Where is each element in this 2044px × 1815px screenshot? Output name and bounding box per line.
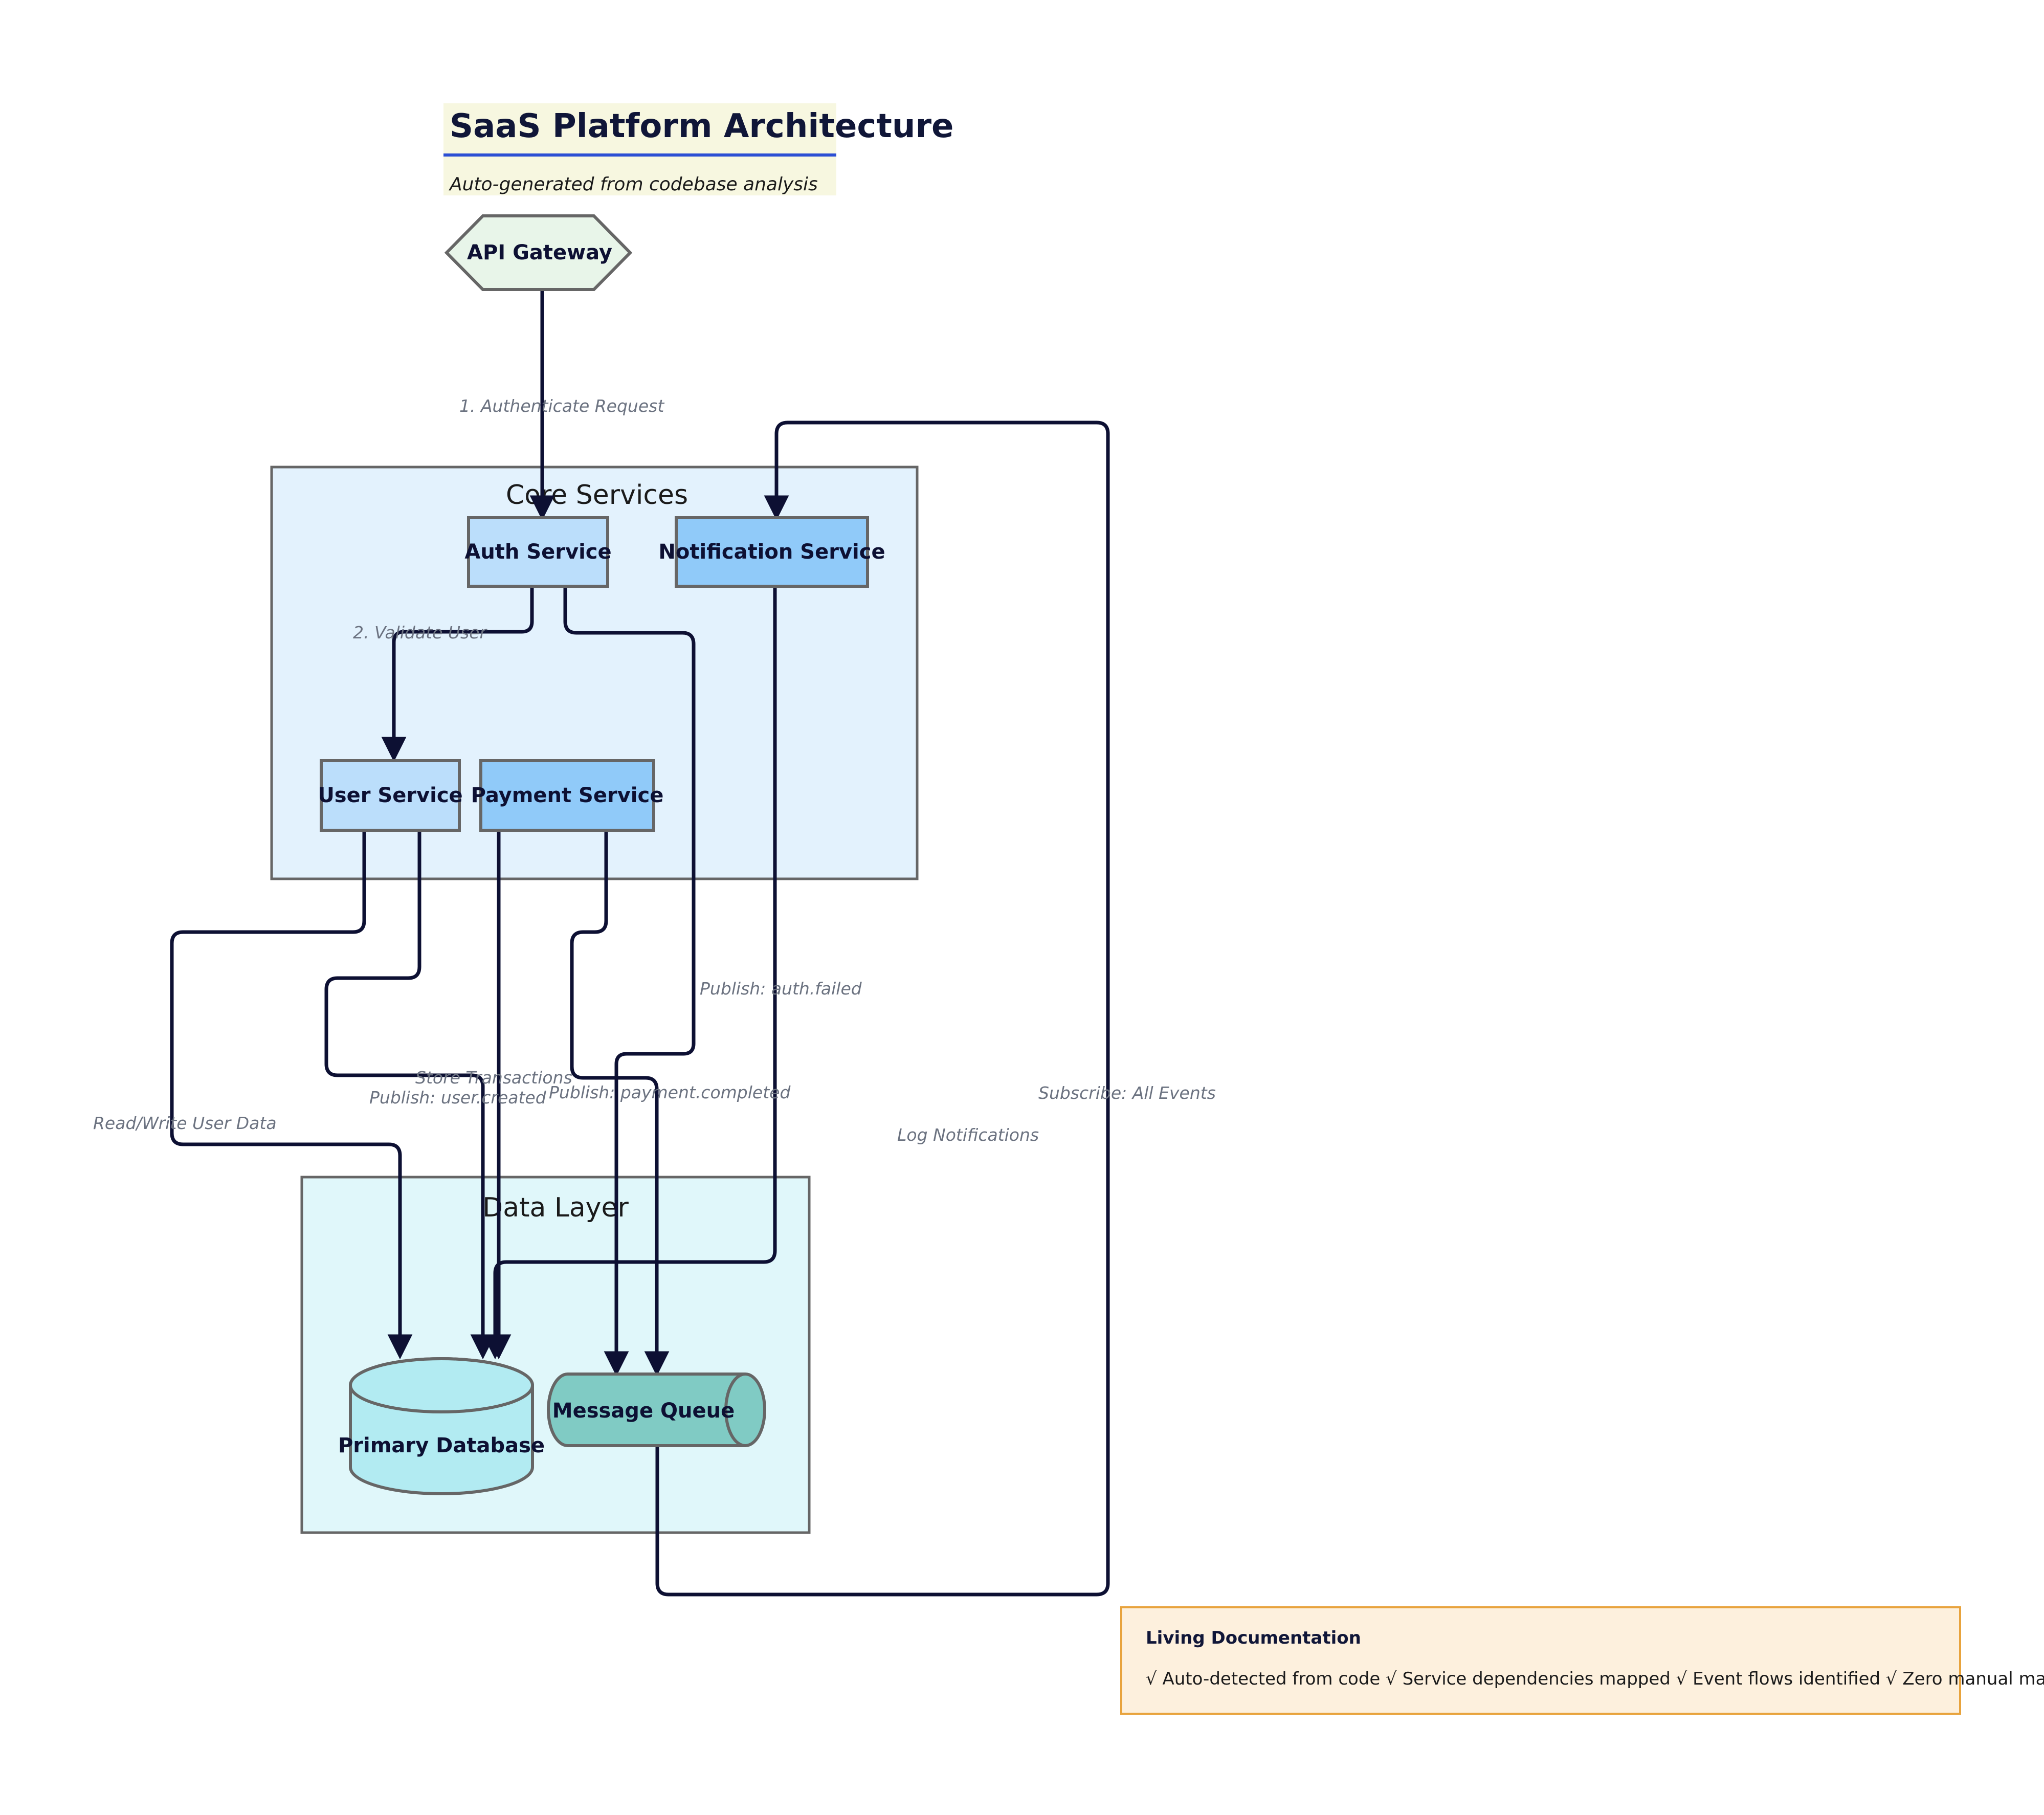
api-gateway-hexagon[interactable] bbox=[444, 214, 633, 291]
edge-label-subscribe-all-events: Subscribe: All Events bbox=[1038, 1083, 1216, 1103]
auth-service-label: Auth Service bbox=[464, 540, 611, 564]
api-gateway-label: API Gateway bbox=[467, 241, 612, 264]
primary-database-cylinder-top bbox=[349, 1357, 534, 1413]
node-payment-service[interactable]: Payment Service bbox=[471, 759, 664, 832]
node-notification-service[interactable]: Notification Service bbox=[658, 516, 885, 588]
node-primary-database[interactable]: Primary Database bbox=[338, 1357, 545, 1495]
edge-publish-user-created bbox=[324, 830, 496, 1360]
cluster-data-layer-title: Data Layer bbox=[482, 1192, 629, 1223]
edge-validate-user bbox=[381, 587, 534, 762]
note-box bbox=[1120, 1606, 1961, 1715]
edge-publish-auth-failed bbox=[563, 587, 696, 1377]
node-message-queue[interactable]: Message Queue bbox=[547, 1373, 766, 1447]
note-body: √ Auto-detected from code √ Service depe… bbox=[1146, 1669, 2044, 1689]
user-service-label: User Service bbox=[318, 784, 462, 807]
node-auth-service[interactable]: Auth Service bbox=[464, 516, 612, 588]
edge-log-notifications bbox=[482, 587, 777, 1360]
node-user-service[interactable]: User Service bbox=[318, 759, 463, 832]
notification-service-box[interactable] bbox=[675, 516, 869, 588]
edge-label-publish-user-created: Publish: user.created bbox=[369, 1088, 547, 1108]
edge-label-publish-auth-failed: Publish: auth.failed bbox=[700, 979, 862, 999]
edge-label-read-write-user-data: Read/Write User Data bbox=[93, 1113, 277, 1133]
edge-label-log-notifications: Log Notifications bbox=[897, 1125, 1039, 1145]
edge-label-validate-user: 2. Validate User bbox=[353, 623, 488, 643]
user-service-box[interactable] bbox=[320, 759, 461, 832]
edge-label-layer: 1. Authenticate Request 2. Validate User… bbox=[93, 396, 1216, 1145]
edge-layer bbox=[170, 291, 1110, 1597]
page-subtitle: Auto-generated from codebase analysis bbox=[449, 174, 818, 195]
edge-label-store-transactions: Store Transactions bbox=[415, 1068, 572, 1088]
edge-read-write-user-data bbox=[170, 830, 413, 1360]
payment-service-label: Payment Service bbox=[471, 784, 664, 807]
note-title: Living Documentation bbox=[1146, 1628, 1361, 1648]
payment-service-box[interactable] bbox=[479, 759, 655, 832]
notification-service-label: Notification Service bbox=[658, 540, 885, 564]
edge-publish-payment-completed bbox=[570, 830, 670, 1377]
node-api-gateway[interactable]: API Gateway bbox=[444, 214, 633, 291]
cluster-core-services-title: Core Services bbox=[506, 480, 688, 511]
message-queue-cylinder-cap bbox=[724, 1373, 746, 1447]
primary-database-label: Primary Database bbox=[338, 1434, 545, 1457]
message-queue-label: Message Queue bbox=[552, 1399, 735, 1423]
living-documentation-note: Living Documentation √ Auto-detected fro… bbox=[1120, 1606, 2044, 1715]
auth-service-box[interactable] bbox=[467, 516, 609, 588]
edge-subscribe-all-events bbox=[655, 420, 1110, 1597]
title-band bbox=[443, 103, 836, 195]
edge-label-publish-payment-completed: Publish: payment.completed bbox=[549, 1082, 791, 1102]
header-block: SaaS Platform Architecture Auto-generate… bbox=[443, 103, 953, 195]
edge-label-authenticate-request: 1. Authenticate Request bbox=[459, 396, 664, 416]
page-title: SaaS Platform Architecture bbox=[450, 107, 953, 145]
